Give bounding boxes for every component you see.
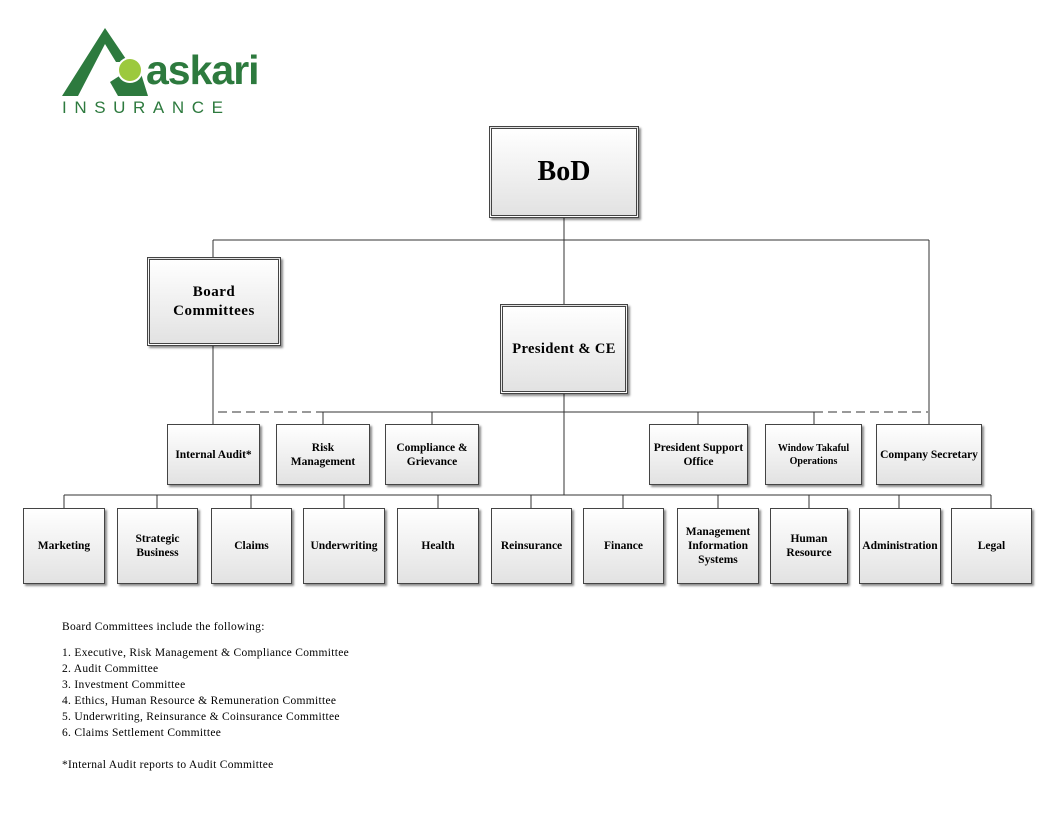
bod-box: BoD xyxy=(489,126,639,218)
internal-audit-box: Internal Audit* xyxy=(167,424,260,485)
board-committees-label: Board Committees xyxy=(173,283,255,319)
notes-item: 5. Underwriting, Reinsurance & Coinsuran… xyxy=(62,711,340,723)
logo-subtitle: INSURANCE xyxy=(62,98,231,117)
notes-item: 4. Ethics, Human Resource & Remuneration… xyxy=(62,695,337,707)
legal-label: Legal xyxy=(977,540,1006,552)
president-support-office-label: President Support Office xyxy=(653,441,744,468)
reinsurance-box: Reinsurance xyxy=(491,508,572,584)
finance-label: Finance xyxy=(604,540,643,552)
risk-management-label: Risk Management xyxy=(290,441,356,468)
claims-box: Claims xyxy=(211,508,292,584)
health-box: Health xyxy=(397,508,479,584)
marketing-box: Marketing xyxy=(23,508,105,584)
window-takaful-operations-label: Window Takaful Operations xyxy=(777,442,850,467)
president-ce-box: President & CE xyxy=(500,304,628,394)
company-secretary-box: Company Secretary xyxy=(876,424,982,485)
strategic-business-box: Strategic Business xyxy=(117,508,198,584)
management-information-systems-label: Management Information Systems xyxy=(685,526,751,566)
notes-footnote: *Internal Audit reports to Audit Committ… xyxy=(62,759,274,771)
underwriting-label: Underwriting xyxy=(310,540,378,552)
legal-box: Legal xyxy=(951,508,1032,584)
underwriting-box: Underwriting xyxy=(303,508,385,584)
internal-audit-label: Internal Audit* xyxy=(175,448,252,461)
administration-label: Administration xyxy=(862,540,938,552)
notes-item: 3. Investment Committee xyxy=(62,679,186,691)
compliance-grievance-box: Compliance & Grievance xyxy=(385,424,479,485)
management-information-systems-box: Management Information Systems xyxy=(677,508,759,584)
board-committees-notes: Board Committees include the following: … xyxy=(62,619,349,773)
askari-insurance-logo: askari INSURANCE xyxy=(58,24,278,124)
bod-label: BoD xyxy=(537,156,591,187)
administration-box: Administration xyxy=(859,508,941,584)
reinsurance-label: Reinsurance xyxy=(500,540,563,552)
notes-item: 1. Executive, Risk Management & Complian… xyxy=(62,647,350,659)
finance-box: Finance xyxy=(583,508,664,584)
logo-wordmark: askari xyxy=(146,47,260,93)
health-label: Health xyxy=(421,540,455,552)
company-secretary-label: Company Secretary xyxy=(880,448,978,461)
human-resource-box: Human Resource xyxy=(770,508,848,584)
window-takaful-operations-box: Window Takaful Operations xyxy=(765,424,862,485)
compliance-grievance-label: Compliance & Grievance xyxy=(396,441,468,468)
claims-label: Claims xyxy=(234,540,269,552)
notes-item: 2. Audit Committee xyxy=(62,663,159,675)
president-ce-label: President & CE xyxy=(512,341,616,357)
human-resource-label: Human Resource xyxy=(786,533,832,559)
board-committees-box: Board Committees xyxy=(147,257,281,346)
notes-item: 6. Claims Settlement Committee xyxy=(62,727,222,739)
notes-title: Board Committees include the following: xyxy=(62,621,265,633)
risk-management-box: Risk Management xyxy=(276,424,370,485)
strategic-business-label: Strategic Business xyxy=(135,533,180,559)
president-support-office-box: President Support Office xyxy=(649,424,748,485)
marketing-label: Marketing xyxy=(37,540,91,552)
logo-mark-icon xyxy=(62,28,148,96)
